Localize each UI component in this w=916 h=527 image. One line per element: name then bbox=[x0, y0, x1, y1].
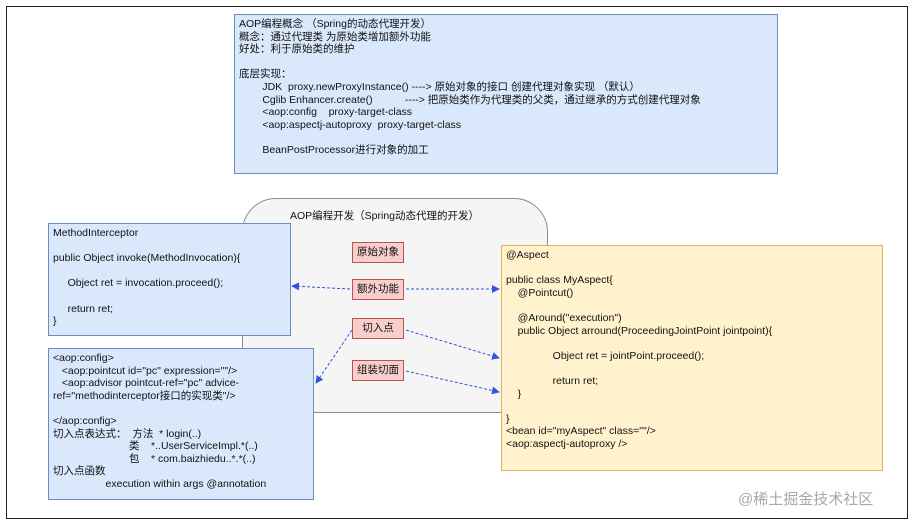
text-line: Object ret = invocation.proceed(); bbox=[53, 277, 224, 290]
text-line: return ret; bbox=[506, 374, 599, 387]
arrow-extra-to-interceptor bbox=[291, 282, 351, 291]
aop-concept-box: AOP编程概念 （Spring的动态代理开发）概念：通过代理类 为原始类增加额外… bbox=[234, 14, 778, 174]
text-line: 切入点函数 bbox=[53, 465, 106, 478]
aop-config-box: <aop:config> <aop:pointcut id="pc" expre… bbox=[48, 348, 314, 500]
text-line: } bbox=[506, 387, 522, 400]
text-line: 概念：通过代理类 为原始类增加额外功能 bbox=[239, 30, 431, 43]
text-line: 包 * com.baizhiedu..*.*(..) bbox=[53, 452, 256, 465]
aspect-box: @Aspect public class MyAspect{ @Pointcut(… bbox=[501, 245, 883, 471]
text-line: Object ret = jointPoint.proceed(); bbox=[506, 349, 705, 362]
aop-development-title: AOP编程开发（Spring动态代理的开发） bbox=[290, 210, 480, 222]
arrow-pointcut-to-config bbox=[315, 329, 353, 384]
text-line: @Pointcut() bbox=[506, 286, 574, 299]
arrow-pointcut-to-aspect bbox=[405, 329, 500, 360]
text-line: JDK proxy.newProxyInstance() ----> 原始对象的… bbox=[239, 80, 640, 93]
text-line: <aop:aspectj-autoproxy /> bbox=[506, 437, 628, 450]
text-line: <aop:config proxy-target-class bbox=[239, 106, 413, 119]
text-line: <bean id="myAspect" class=""/> bbox=[506, 425, 656, 438]
text-line: @Aspect bbox=[506, 249, 549, 261]
text-line: public Object arround(ProceedingJointPoi… bbox=[506, 324, 773, 337]
text-line: <aop:pointcut id="pc" expression=""/> bbox=[53, 364, 238, 377]
text-line: return ret; bbox=[53, 302, 114, 315]
text-line: 底层实现： bbox=[239, 68, 292, 81]
text-line: } bbox=[506, 412, 510, 425]
text-line: } bbox=[53, 315, 57, 328]
text-line: @Around("execution") bbox=[506, 311, 622, 324]
text-line: 好处：利于原始类的维护 bbox=[239, 43, 355, 56]
text-line: BeanPostProcessor进行对象的加工 bbox=[239, 143, 429, 156]
text-line: Cglib Enhancer.create() ----> 把原始类作为代理类的… bbox=[239, 93, 701, 106]
arrow-assemble-to-aspect bbox=[405, 370, 500, 395]
diagram-frame bbox=[6, 6, 908, 519]
text-line: execution within args @annotation bbox=[53, 477, 267, 490]
text-line: MethodInterceptor bbox=[53, 227, 139, 239]
pill-assemble-aspect: 组装切面 bbox=[352, 360, 404, 381]
method-interceptor-box: MethodInterceptor public Object invoke(Me… bbox=[48, 223, 291, 336]
text-line: AOP编程概念 （Spring的动态代理开发） bbox=[239, 18, 431, 30]
text-line: <aop:aspectj-autoproxy proxy-target-clas… bbox=[239, 118, 462, 131]
pill-pointcut: 切入点 bbox=[352, 318, 404, 339]
pill-original-object: 原始对象 bbox=[352, 242, 404, 263]
text-line: </aop:config> bbox=[53, 414, 117, 427]
pill-extra-function: 额外功能 bbox=[352, 279, 404, 300]
text-line: public Object invoke(MethodInvocation){ bbox=[53, 252, 241, 265]
text-line: public class MyAspect{ bbox=[506, 274, 613, 287]
text-line: <aop:advisor pointcut-ref="pc" advice- bbox=[53, 377, 240, 390]
text-line: 切入点表达式： 方法 * login(..) bbox=[53, 427, 202, 440]
text-line: 类 *..UserServiceImpl.*(..) bbox=[53, 440, 258, 453]
text-line: <aop:config> bbox=[53, 352, 114, 364]
text-line: ref="methodinterceptor接口的实现类"/> bbox=[53, 389, 236, 402]
watermark: @稀土掘金技术社区 bbox=[738, 491, 874, 508]
